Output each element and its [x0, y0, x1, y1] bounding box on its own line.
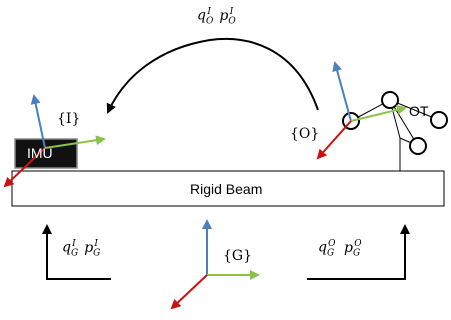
- marker-ball: [381, 91, 399, 109]
- global-frame-label: {G}: [223, 248, 252, 264]
- marker-ball: [430, 111, 448, 129]
- global-frame-axes: [170, 219, 260, 310]
- imu-frame-label: {I}: [57, 111, 81, 127]
- imu-label: IMU: [27, 145, 53, 161]
- left-transform-label: qGI pGI: [62, 239, 101, 259]
- marker-ball: [409, 137, 427, 155]
- imu-frame-axes: [3, 94, 106, 188]
- ot-frame-label: {O}: [290, 126, 320, 142]
- right-transform-label: qGO pGO: [318, 239, 362, 259]
- ot-label: OT: [409, 103, 429, 119]
- right-transform-arrow: [307, 224, 410, 280]
- rigid-beam: [11, 170, 445, 207]
- beam-label: Rigid Beam: [190, 181, 263, 197]
- optical-tracker: [342, 91, 448, 171]
- left-transform-arrow: [42, 224, 111, 280]
- ot-frame-axes: [316, 61, 407, 160]
- top-transform-arrow: [106, 37, 319, 114]
- top-transform-label: qOI pOI: [197, 7, 236, 27]
